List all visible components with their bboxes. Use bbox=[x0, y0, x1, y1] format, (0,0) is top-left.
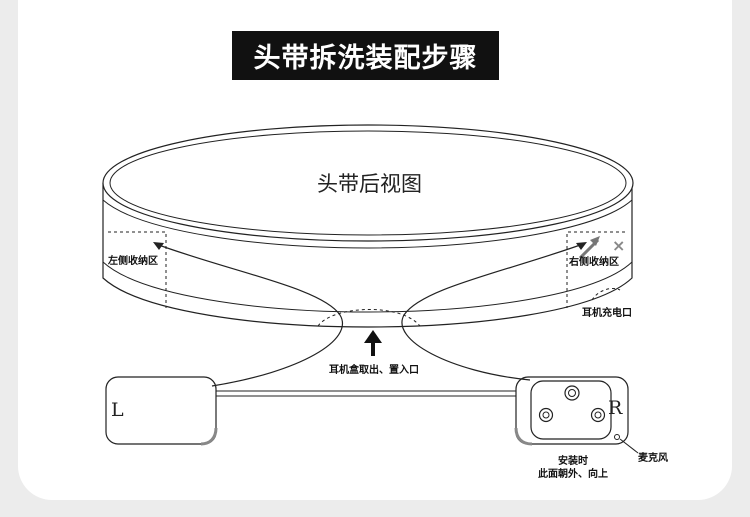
left-wire-arrowhead bbox=[153, 242, 164, 250]
right-earbud-panel bbox=[530, 380, 612, 440]
install-note-line1: 安装时 bbox=[558, 456, 588, 467]
headband-lower-line bbox=[102, 261, 633, 313]
headband-band bbox=[102, 183, 633, 328]
right-wire-arrowhead bbox=[576, 242, 587, 250]
contact-left bbox=[538, 407, 554, 423]
contact-right-inner bbox=[594, 411, 602, 419]
install-note-line2: 此面朝外、向上 bbox=[538, 469, 608, 480]
left-wire bbox=[155, 243, 343, 387]
right-storage-label: 右侧收纳区 bbox=[569, 257, 619, 268]
install-arrow-head bbox=[590, 236, 600, 246]
mic-label: 麦克风 bbox=[638, 453, 668, 464]
mic-hole bbox=[614, 434, 620, 440]
remove-x-mark: × bbox=[612, 236, 625, 255]
headband-inner-line bbox=[102, 199, 633, 249]
right-earbud-letter: R bbox=[608, 397, 623, 419]
contact-top-inner bbox=[568, 389, 576, 397]
left-earbud-shadow bbox=[200, 427, 218, 446]
mic-pointer bbox=[619, 438, 639, 454]
charging-port-label: 耳机充电口 bbox=[582, 308, 632, 319]
contact-top bbox=[564, 385, 580, 401]
headband-label: 头带后视图 bbox=[317, 172, 422, 196]
right-storage-zone bbox=[566, 231, 625, 308]
page-title-text: 头带拆洗装配步骤 bbox=[253, 43, 478, 74]
charging-port-arc bbox=[591, 287, 621, 301]
left-storage-zone bbox=[108, 231, 167, 308]
contact-right bbox=[590, 407, 606, 423]
left-earbud-letter: L bbox=[111, 399, 124, 421]
right-wire bbox=[401, 243, 584, 381]
headband-top-inner-ellipse bbox=[109, 130, 627, 236]
headband-top-ellipse bbox=[102, 124, 634, 242]
left-earbud-box bbox=[105, 376, 217, 445]
contact-left-inner bbox=[542, 411, 550, 419]
case-arrow-head bbox=[364, 330, 382, 343]
left-storage-label: 左侧收纳区 bbox=[108, 256, 158, 267]
case-opening-label: 耳机盒取出、置入口 bbox=[329, 365, 419, 376]
right-earbud-shadow bbox=[514, 427, 533, 446]
page-title: 头带拆洗装配步骤 bbox=[232, 31, 499, 80]
